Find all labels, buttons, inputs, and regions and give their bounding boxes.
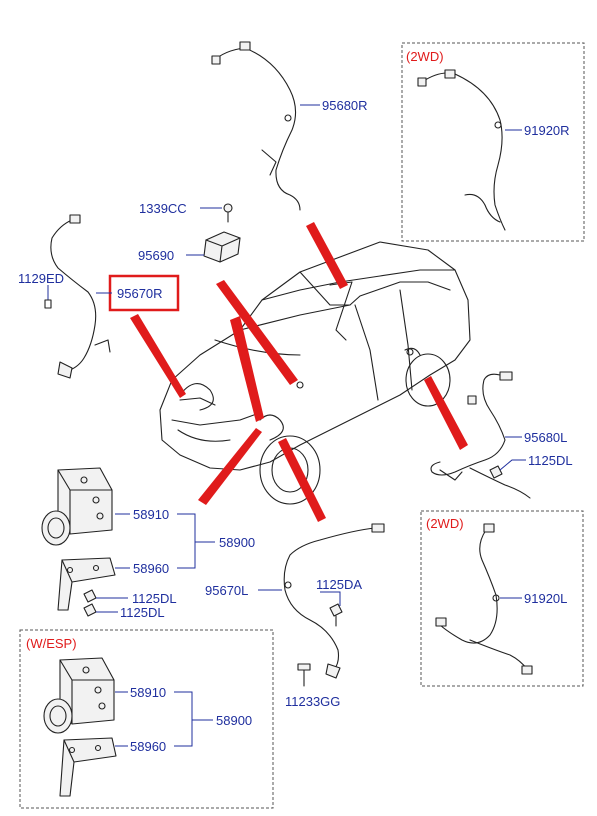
rear-right-sensor-cable [211,41,301,211]
abs-bracket-top [57,557,116,611]
label-95680R: 95680R [322,98,368,113]
label-11233GG: 11233GG [285,694,340,709]
section-box-wesp [19,629,274,809]
label-1129ED: 1129ED [18,271,64,286]
red-arrow-abs [198,428,262,505]
label-1125DA: 1125DA [316,577,362,592]
bolt-1125DL-right [489,465,503,479]
abs-hydraulic-unit-top [41,467,113,546]
abs-bracket-esp [59,737,117,797]
label-58900-top: 58900 [219,535,255,550]
section-title-2wd-top: (2WD) [406,49,444,64]
label-1125DL-right: 1125DL [528,453,573,468]
front-right-sensor-cable [50,214,111,379]
g-sensor-module-95690 [203,231,241,263]
bolt-1125DA [329,603,343,627]
section-title-2wd-bottom: (2WD) [426,516,464,531]
label-95670R: 95670R [117,286,163,301]
red-arrow-roof [306,222,348,289]
section-box-2wd-top [401,42,585,242]
red-arrow-rear [424,376,468,450]
label-91920L: 91920L [524,591,567,606]
bolts-1125DL [83,589,97,617]
rear-right-extension-cable [417,69,506,231]
section-title-wesp: (W/ESP) [26,636,77,651]
section-box-2wd-bottom [420,510,584,687]
label-58900-bottom: 58900 [216,713,252,728]
label-91920R: 91920R [524,123,570,138]
car-illustration [159,241,471,505]
label-1339CC: 1339CC [139,201,187,216]
red-arrow-front-wheel [278,438,326,522]
label-58910-bottom: 58910 [130,685,166,700]
red-arrow-engine [216,280,298,385]
label-95670L: 95670L [205,583,248,598]
front-left-sensor-cable [283,523,385,679]
rear-left-sensor-cable [430,371,531,499]
label-95690: 95690 [138,248,174,263]
rear-left-extension-cable [435,523,533,675]
label-1125DL-b: 1125DL [120,605,165,620]
label-95680L: 95680L [524,430,567,445]
red-arrow-front-left [130,314,186,398]
bolt-11233GG [297,663,311,687]
label-58960-bottom: 58960 [130,739,166,754]
label-58960-top: 58960 [133,561,169,576]
label-58910-top: 58910 [133,507,169,522]
abs-hydraulic-unit-esp [43,657,115,734]
red-arrow-fender [230,316,264,422]
bolt-1339CC [223,203,233,223]
label-1125DL-a: 1125DL [132,591,177,606]
